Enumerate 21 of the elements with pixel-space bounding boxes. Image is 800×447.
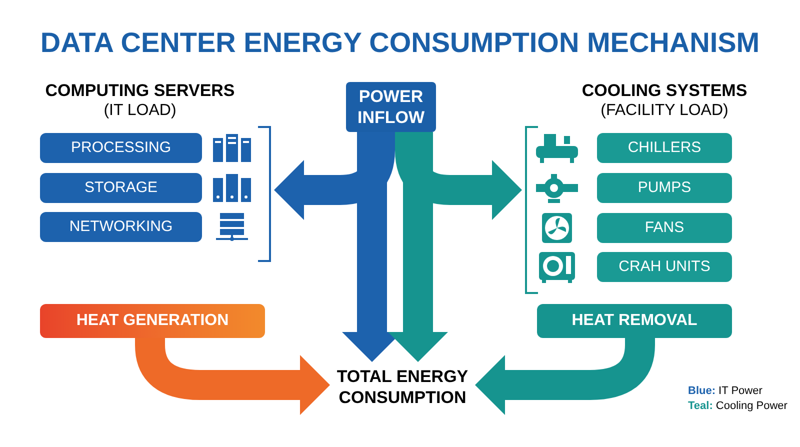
heat-box: HEAT GENERATION [40,304,265,338]
component-box: PUMPS [597,173,732,203]
component-box: NETWORKING [40,212,202,242]
component-box: CRAH UNITS [597,252,732,282]
component-box: STORAGE [40,173,202,203]
group-subheading: (FACILITY LOAD) [600,101,728,122]
source-box: POWER INFLOW [346,82,436,132]
diagram-title: DATA CENTER ENERGY CONSUMPTION MECHANISM [39,26,761,60]
flow-arrow [395,132,522,220]
group-heading: COMPUTING SERVERS [45,80,235,102]
total-label: TOTAL ENERGY CONSUMPTION [326,364,479,410]
legend-entry: Teal: Cooling Power [688,399,788,414]
flow-arrow [388,132,448,362]
component-box: PROCESSING [40,133,202,163]
component-box: CHILLERS [597,133,732,163]
group-heading: COOLING SYSTEMS [582,80,748,102]
component-box: FANS [597,213,732,243]
legend-entry: Blue: IT Power [688,384,764,399]
heat-box: HEAT REMOVAL [537,304,732,338]
group-subheading: (IT LOAD) [104,101,176,122]
flow-arrow [274,132,395,220]
